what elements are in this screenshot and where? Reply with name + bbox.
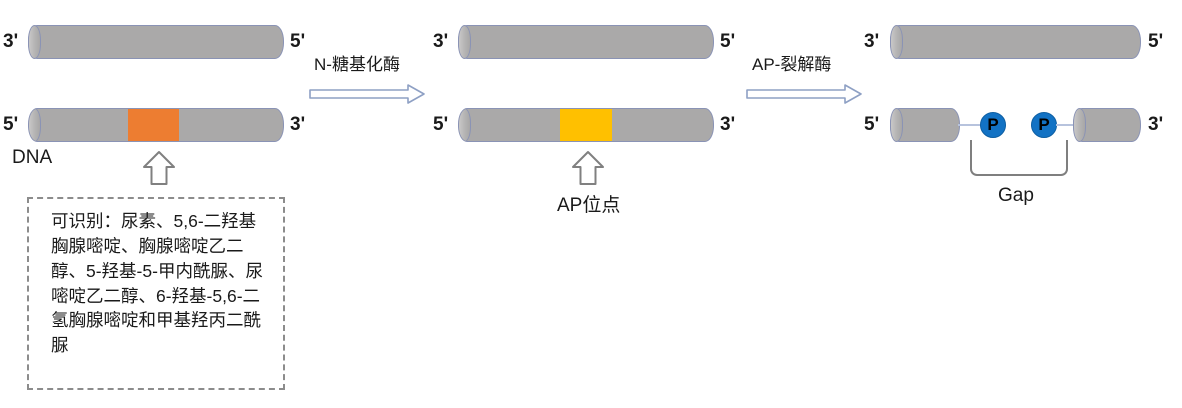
panel1-bottom-strand-left-end: 5' (3, 114, 19, 135)
panel3-bottom-strand-right-end: 3' (1148, 114, 1164, 135)
panel1-bottom-strand-right-end: 3' (290, 114, 306, 135)
panel2-bottom-strand-right-end: 3' (720, 114, 736, 135)
panel3-top-strand (890, 25, 1141, 59)
gap-bracket (970, 140, 1068, 176)
ap-site-caption: AP位点 (557, 195, 621, 216)
panel1-top-strand (28, 25, 284, 59)
damaged-base-segment (128, 109, 179, 141)
ap-site-segment (560, 109, 612, 141)
recognized-lesions-box: 可识别：尿素、5,6-二羟基胸腺嘧啶、胸腺嘧啶乙二醇、5-羟基-5-甲内酰脲、尿… (27, 197, 285, 390)
panel1-bottom-strand (28, 108, 284, 142)
transition-2-right-arrow-icon (745, 82, 863, 111)
panel2-top-strand-left-end: 3' (433, 31, 449, 52)
n-glycosylase-label: N-糖基化酶 (314, 55, 400, 74)
panel3-top-strand-right-end: 5' (1148, 31, 1164, 52)
damaged-base-pointer-up-icon (139, 148, 179, 193)
panel3-bottom-right-fragment (1073, 108, 1141, 142)
panel2-bottom-strand (458, 108, 714, 142)
left-phosphodiester-link (958, 124, 982, 126)
transition-1-right-arrow-icon (308, 82, 426, 111)
gap-caption: Gap (998, 185, 1034, 206)
ap-site-pointer-up-icon (568, 148, 608, 193)
dna-label: DNA (12, 147, 53, 168)
phosphate-group-2: P (1031, 112, 1057, 138)
recognized-lesions-text: 可识别：尿素、5,6-二羟基胸腺嘧啶、胸腺嘧啶乙二醇、5-羟基-5-甲内酰脲、尿… (51, 211, 263, 356)
panel2-bottom-strand-left-end: 5' (433, 114, 449, 135)
panel3-bottom-strand-left-end: 5' (864, 114, 880, 135)
panel1-top-strand-right-end: 5' (290, 31, 306, 52)
panel2-top-strand (458, 25, 714, 59)
phosphate-group-1: P (980, 112, 1006, 138)
panel3-bottom-left-fragment (890, 108, 960, 142)
panel1-top-strand-left-end: 3' (3, 31, 19, 52)
right-phosphodiester-link (1056, 124, 1078, 126)
panel2-top-strand-right-end: 5' (720, 31, 736, 52)
ap-lyase-label: AP-裂解酶 (752, 55, 832, 74)
panel3-top-strand-left-end: 3' (864, 31, 880, 52)
